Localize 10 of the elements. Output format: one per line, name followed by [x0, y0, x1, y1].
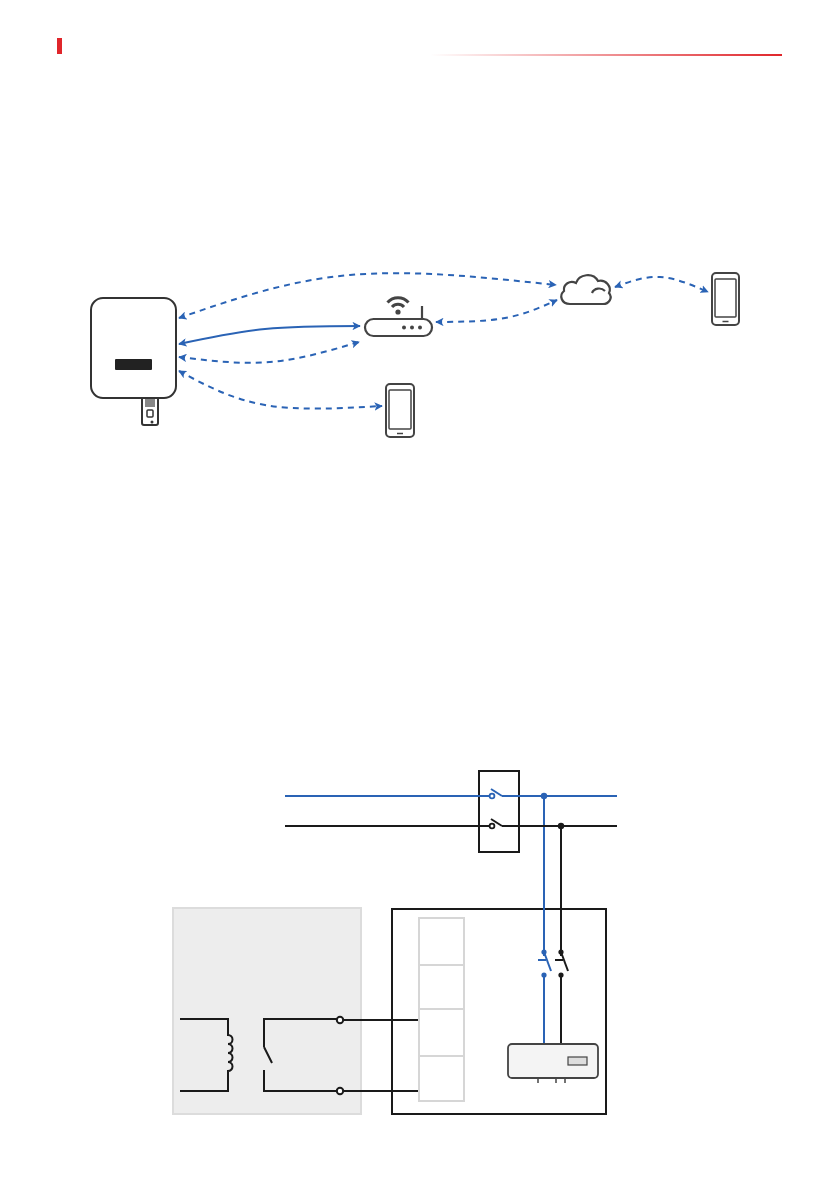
arrow [178, 321, 361, 347]
arrow [178, 340, 360, 364]
arrow [178, 370, 383, 411]
wire [284, 825, 479, 827]
arrow [614, 275, 709, 293]
wire [361, 1019, 419, 1021]
wire [284, 795, 479, 797]
arrow [435, 299, 558, 327]
wire [361, 1090, 419, 1092]
arrow [178, 272, 557, 320]
